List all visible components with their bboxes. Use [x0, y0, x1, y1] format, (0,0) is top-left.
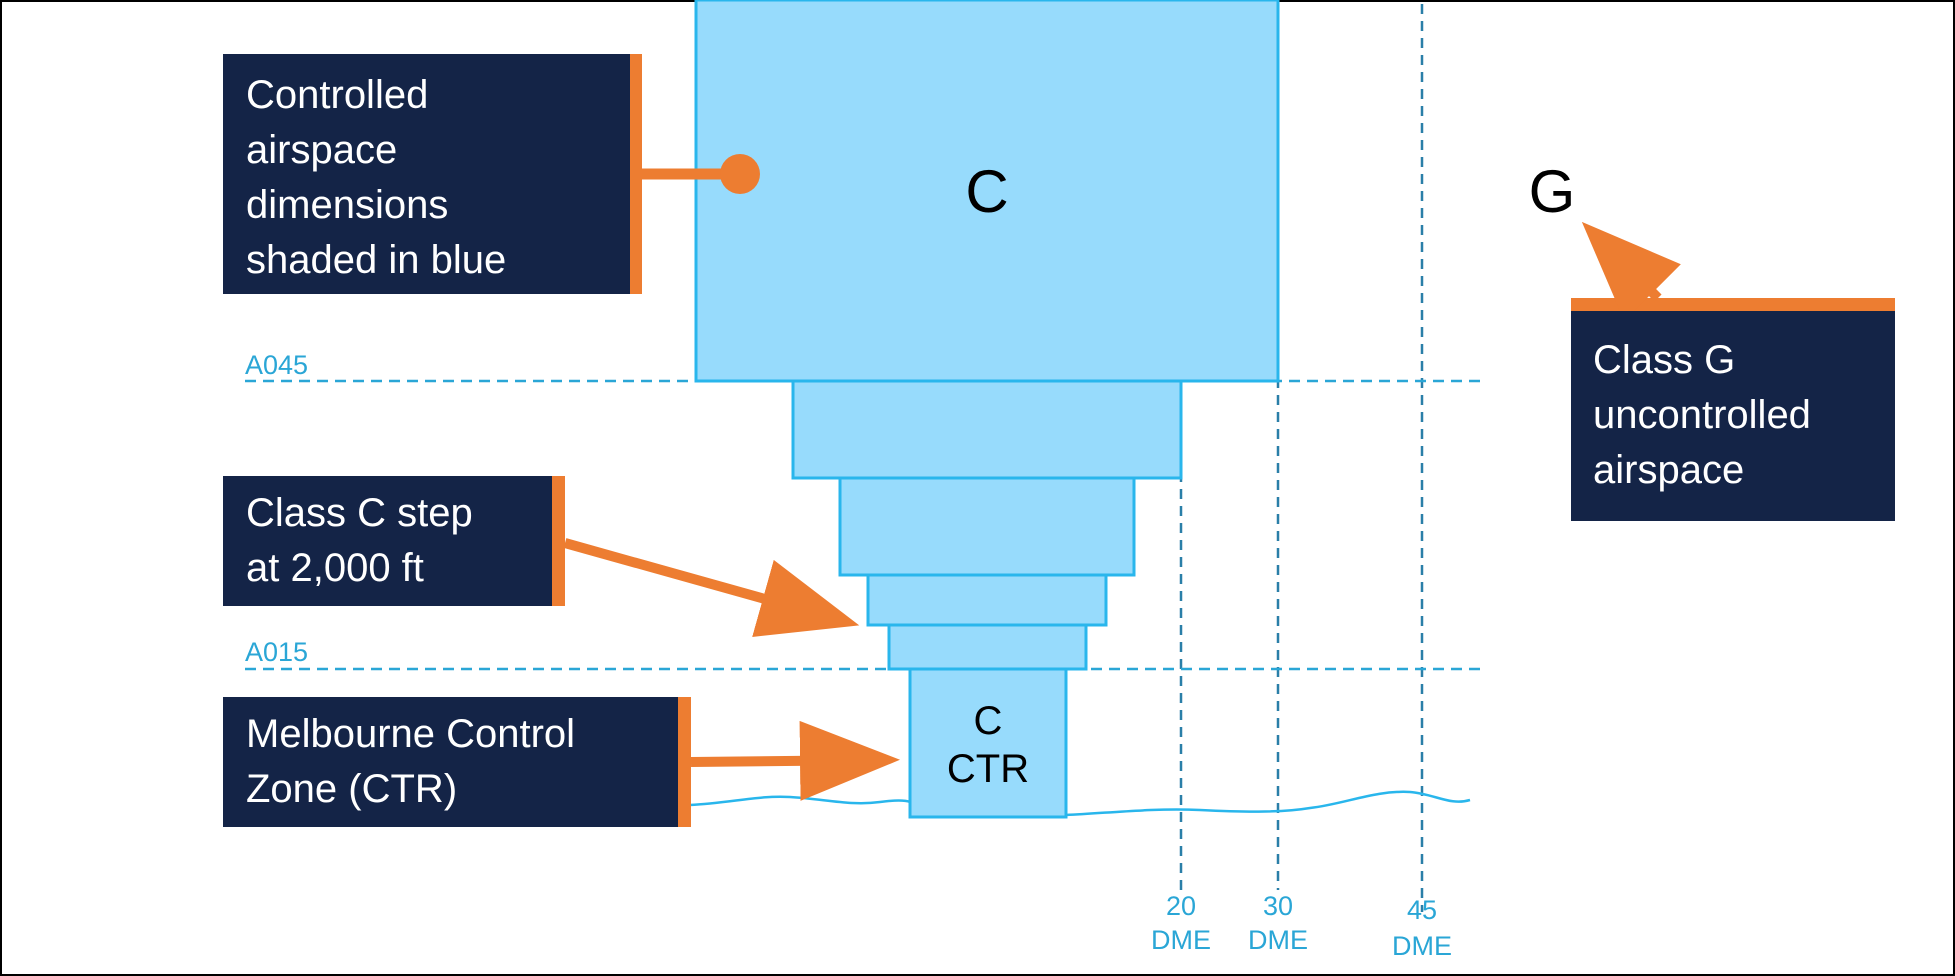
callout-line: Zone (CTR): [246, 767, 458, 811]
a015-label: A015: [245, 637, 308, 667]
ctr-callout-accent: [678, 697, 691, 827]
callout-line: Class C step: [246, 491, 473, 535]
callout-line: at 2,000 ft: [246, 546, 424, 590]
controlled-callout-accent: [630, 54, 642, 294]
controlled-airspace-callout: Controlled airspace dimensions shaded in…: [223, 54, 630, 294]
callout-line: uncontrolled: [1593, 393, 1811, 437]
callout-line: Class G: [1593, 338, 1736, 382]
dme-45-nm: 45: [1407, 895, 1437, 925]
class-g-callout: Class G uncontrolled airspace: [1571, 311, 1895, 521]
class-c-upper-block: [694, 0, 1280, 383]
class-g-arrow: [1581, 221, 1681, 321]
dme-30-unit: DME: [1248, 925, 1308, 955]
ctr-arrow: [690, 720, 900, 801]
callout-line: dimensions: [246, 183, 449, 227]
class-g-label: G: [1529, 158, 1576, 225]
a045-label: A045: [245, 350, 308, 380]
class-c-step-1: [791, 379, 1183, 480]
callout-line: Melbourne Control: [246, 712, 576, 756]
class-g-callout-accent: [1571, 298, 1895, 311]
callout-line: shaded in blue: [246, 238, 507, 282]
class-c-step-3: [866, 573, 1108, 627]
terrain-line: [689, 790, 1471, 817]
dme-20-unit: DME: [1151, 925, 1211, 955]
dme-45-unit: DME: [1392, 931, 1452, 961]
controlled-connector-dot: [720, 154, 760, 194]
class-c-step-4: [887, 623, 1088, 671]
callout-line: airspace: [246, 128, 398, 172]
ctr-block: [908, 667, 1068, 819]
step-arrow: [563, 538, 860, 637]
ctr-class-label: C: [974, 699, 1003, 743]
class-c-step-2: [838, 476, 1136, 577]
class-c-step-callout: Class C step at 2,000 ft: [223, 476, 552, 606]
callout-line: airspace: [1593, 448, 1745, 492]
dme-30-nm: 30: [1263, 891, 1293, 921]
step-callout-accent: [552, 476, 565, 606]
ctr-name-label: CTR: [947, 747, 1029, 791]
callout-line: Controlled: [246, 73, 429, 117]
dme-20-nm: 20: [1166, 891, 1196, 921]
ctr-callout: Melbourne Control Zone (CTR): [223, 697, 678, 827]
upper-class-label: C: [965, 158, 1008, 225]
